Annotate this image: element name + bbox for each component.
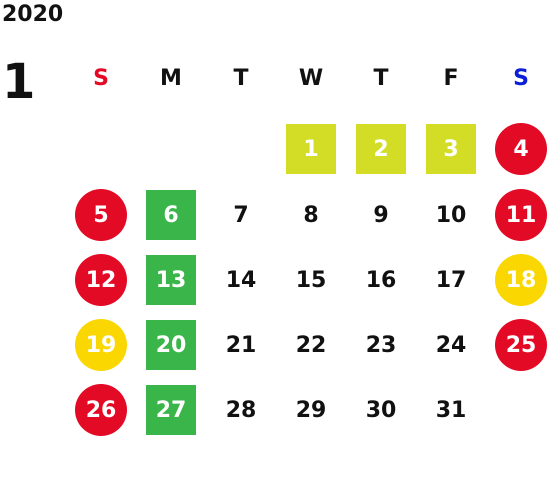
day-cell-9: 9 (373, 202, 389, 228)
day-cell-14: 14 (225, 267, 257, 293)
weekday-friday: F (443, 66, 459, 91)
day-cell-15: 15 (295, 267, 327, 293)
day-cell-12: 12 (75, 254, 127, 306)
day-cell-17: 17 (435, 267, 467, 293)
month-label: 1 (2, 54, 36, 110)
weekday-monday: M (160, 66, 182, 91)
day-cell-16: 16 (365, 267, 397, 293)
day-cell-25: 25 (495, 319, 547, 371)
day-cell-31: 31 (435, 397, 467, 423)
day-cell-22: 22 (295, 332, 327, 358)
day-cell-4: 4 (495, 123, 547, 175)
weekday-tuesday: T (233, 66, 249, 91)
day-cell-23: 23 (365, 332, 397, 358)
day-cell-30: 30 (365, 397, 397, 423)
day-cell-3: 3 (426, 124, 476, 174)
weekday-wednesday: W (298, 66, 324, 91)
day-cell-7: 7 (233, 202, 249, 228)
day-cell-13: 13 (146, 255, 196, 305)
day-cell-6: 6 (146, 190, 196, 240)
day-cell-28: 28 (225, 397, 257, 423)
day-cell-10: 10 (435, 202, 467, 228)
day-cell-11: 11 (495, 189, 547, 241)
day-cell-27: 27 (146, 385, 196, 435)
day-cell-24: 24 (435, 332, 467, 358)
weekday-saturday: S (513, 66, 529, 91)
weekday-sunday: S (93, 66, 109, 91)
day-cell-2: 2 (356, 124, 406, 174)
day-cell-1: 1 (286, 124, 336, 174)
day-cell-21: 21 (225, 332, 257, 358)
day-cell-19: 19 (75, 319, 127, 371)
day-cell-8: 8 (303, 202, 319, 228)
day-cell-26: 26 (75, 384, 127, 436)
day-cell-29: 29 (295, 397, 327, 423)
day-cell-5: 5 (75, 189, 127, 241)
day-cell-18: 18 (495, 254, 547, 306)
year-label: 2020 (2, 2, 64, 27)
weekday-thursday: T (373, 66, 389, 91)
day-cell-20: 20 (146, 320, 196, 370)
